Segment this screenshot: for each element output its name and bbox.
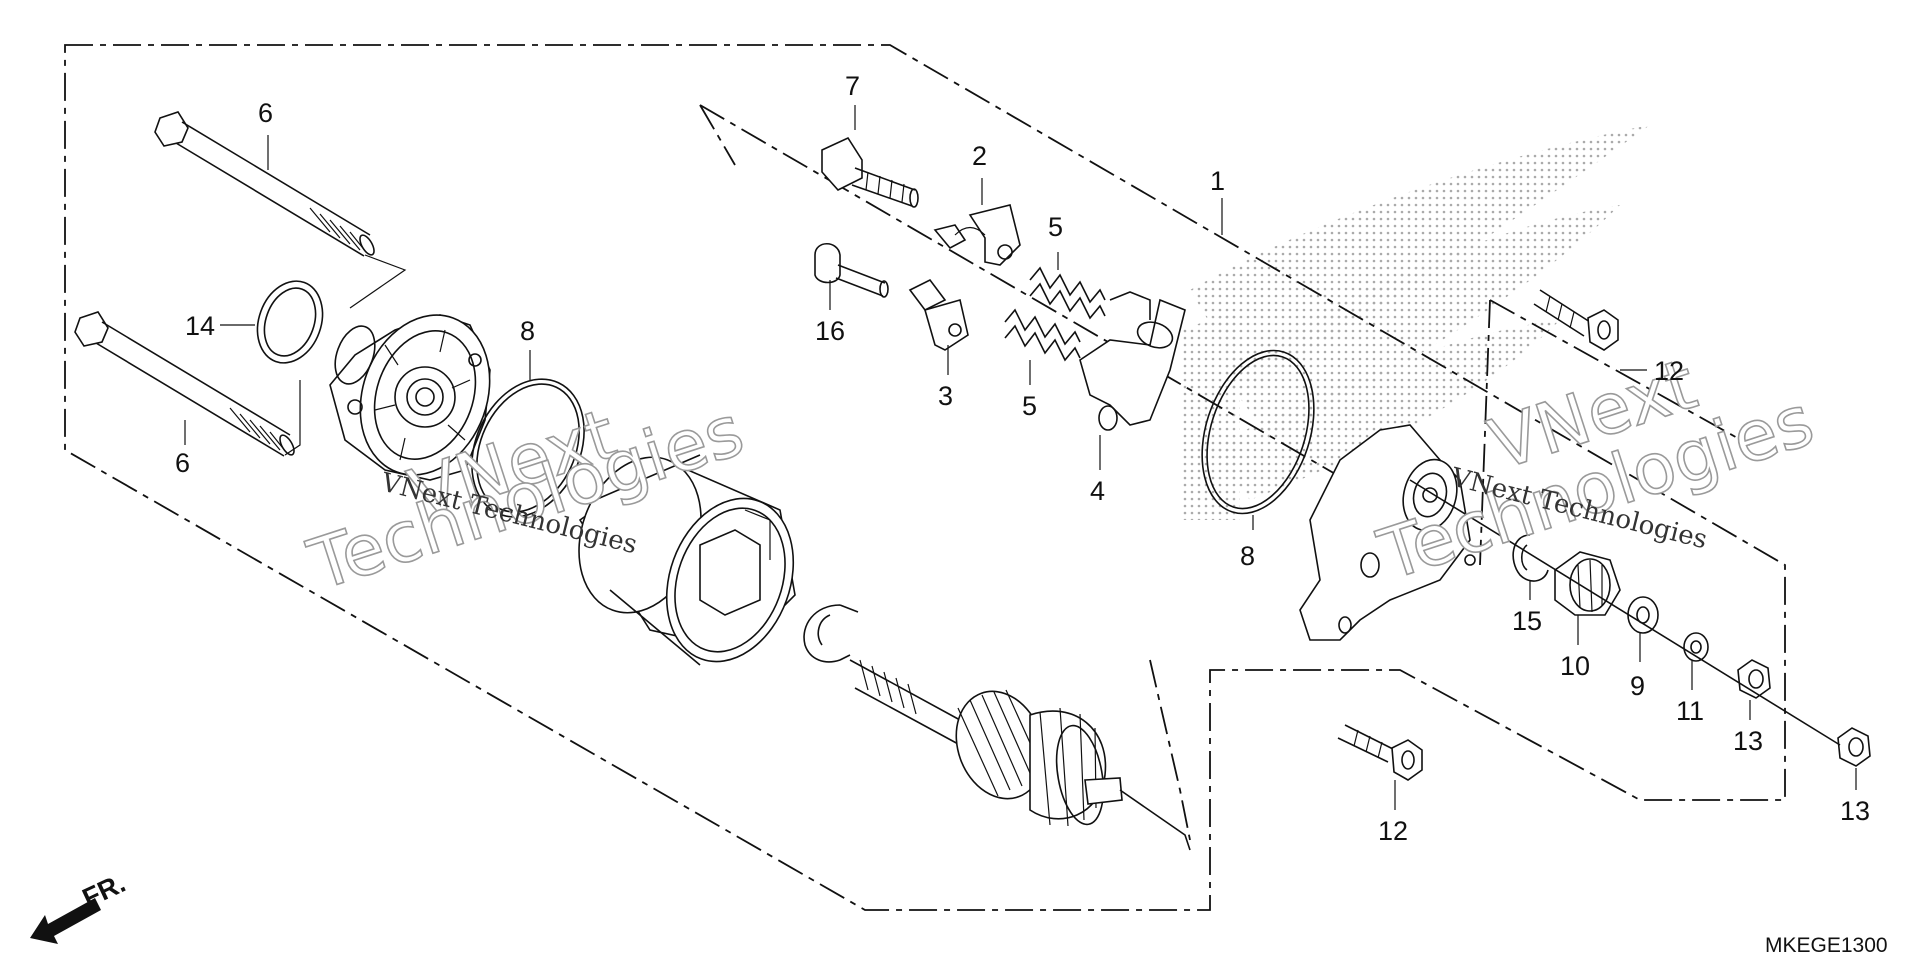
- callout-6-upper: 6: [258, 98, 273, 128]
- o-ring-8-left: [471, 378, 585, 518]
- long-bolt-lower: [74, 311, 295, 457]
- group-line-bolts: [1479, 299, 1751, 566]
- diagram-code: MKEGE1300: [1765, 934, 1888, 957]
- rear-end-cover: [329, 314, 491, 481]
- callout-13-outer: 13: [1840, 796, 1870, 826]
- callout-5-upper: 5: [1048, 212, 1063, 242]
- callout-15: 15: [1512, 606, 1542, 636]
- spring-5-upper: [1029, 266, 1106, 320]
- snap-ring-15: [1512, 534, 1549, 582]
- washer-9: [1627, 596, 1659, 634]
- callout-12-upper: 12: [1654, 356, 1684, 386]
- wing-watermark: [1180, 125, 1650, 520]
- callout-6-lower: 6: [175, 448, 190, 478]
- o-ring-14: [256, 280, 324, 364]
- bolt-guide-lines: [284, 254, 407, 456]
- callout-8-right: 8: [1240, 541, 1255, 571]
- callout-1: 1: [1210, 166, 1225, 196]
- callout-3: 3: [938, 381, 953, 411]
- callout-5-lower: 5: [1022, 391, 1037, 421]
- bolt-16: [814, 242, 889, 298]
- bolt-12-lower: [1337, 724, 1423, 781]
- motor-yoke: [578, 454, 796, 666]
- armature: [849, 659, 1191, 851]
- callout-14: 14: [185, 311, 215, 341]
- callout-12-lower: 12: [1378, 816, 1408, 846]
- washer-11: [1683, 632, 1709, 662]
- callout-7: 7: [845, 71, 860, 101]
- long-bolt-upper: [154, 111, 375, 257]
- terminal-bolt-7: [821, 136, 919, 208]
- callout-2: 2: [972, 141, 987, 171]
- front-housing: [1299, 424, 1476, 641]
- stud-line: [1409, 479, 1841, 746]
- pinion-gear-10: [1554, 551, 1621, 616]
- nut-13-outer: [1837, 727, 1871, 767]
- o-ring-8-right: [1201, 349, 1315, 515]
- brush-holder-4: [1079, 291, 1186, 431]
- spring-5-lower: [1004, 308, 1081, 362]
- callout-10: 10: [1560, 651, 1590, 681]
- assembly-boundary: [64, 44, 1786, 911]
- leader-lines: [184, 105, 1857, 810]
- nut-13-inner: [1737, 659, 1771, 699]
- callout-11: 11: [1676, 696, 1704, 726]
- front-arrow-icon: [30, 898, 101, 944]
- bolt-12-upper: [1533, 289, 1619, 351]
- callout-13-inner: 13: [1733, 726, 1763, 756]
- group-line-armature: [699, 104, 1381, 841]
- callout-4: 4: [1090, 476, 1105, 506]
- circlip: [803, 604, 859, 663]
- callout-9: 9: [1630, 671, 1645, 701]
- brush-2: [933, 204, 1021, 266]
- callout-16: 16: [815, 316, 845, 346]
- brush-3: [908, 278, 969, 351]
- callout-8-left: 8: [520, 316, 535, 346]
